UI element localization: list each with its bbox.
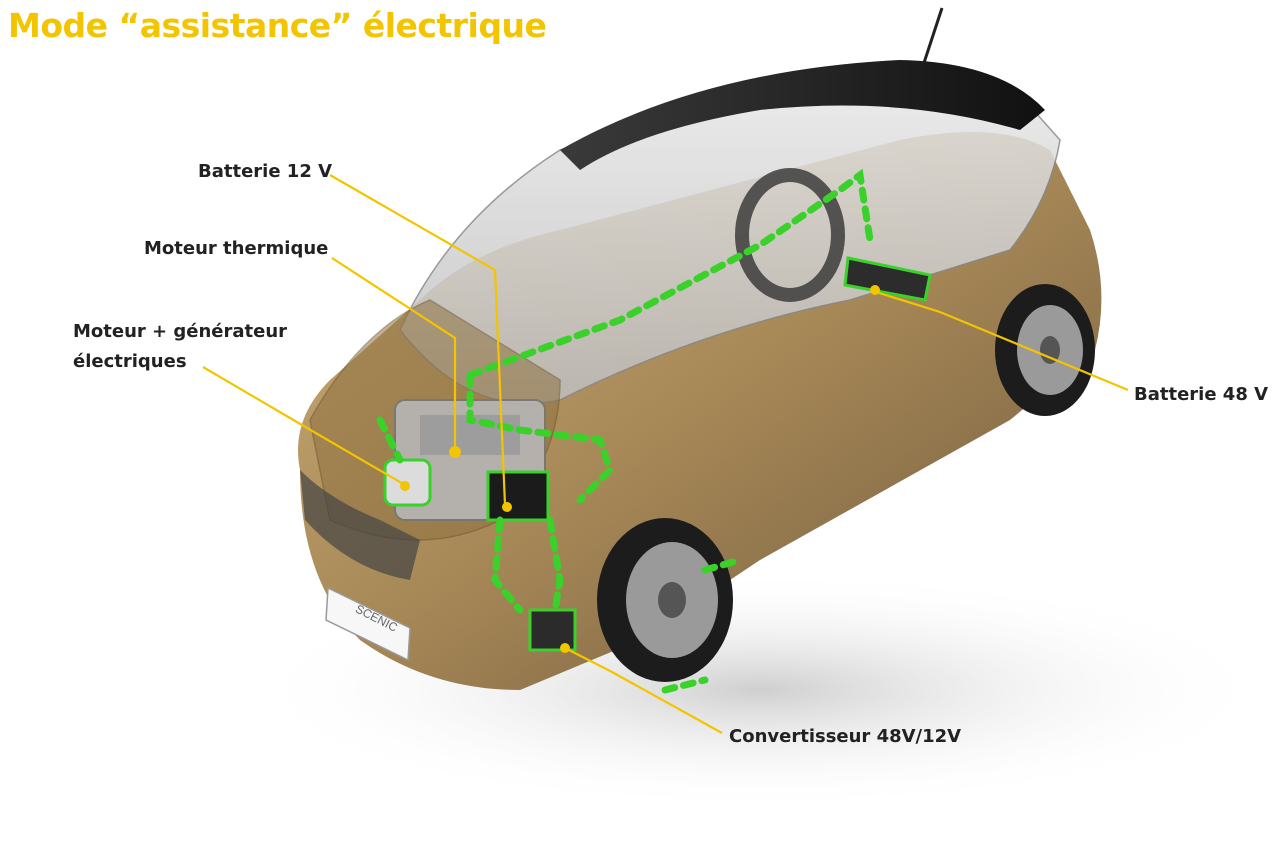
wheel-rear <box>995 284 1095 416</box>
leader-batterie-48v <box>875 290 1129 392</box>
leader-moteur-thermique <box>331 257 457 450</box>
converter-component <box>528 608 577 653</box>
leader-batterie-12v <box>329 174 507 506</box>
flow-generator <box>376 416 404 464</box>
leader-convertisseur <box>564 647 723 734</box>
flow-converter-left <box>491 516 524 614</box>
flow-engine <box>466 371 615 504</box>
energy-flow <box>376 168 874 694</box>
flow-main <box>466 168 874 379</box>
label-moteur-thermique: Moteur thermique <box>144 238 329 259</box>
generator-component <box>383 458 432 507</box>
label-convertisseur: Convertisseur 48V/12V <box>729 726 962 747</box>
label-generateur-line2: électriques <box>73 351 187 372</box>
car-glass <box>399 71 1061 405</box>
flow-converter-right <box>546 516 564 614</box>
grille <box>300 470 420 580</box>
flow-ground <box>661 676 709 694</box>
label-generateur: Moteur + générateur électriques <box>73 317 287 377</box>
leader-lines <box>202 174 1129 734</box>
label-batterie-48v: Batterie 48 V <box>1134 384 1269 405</box>
label-generateur-line1: Moteur + générateur <box>73 321 288 342</box>
wheel-front <box>597 518 733 682</box>
label-batterie-12v: Batterie 12 V <box>198 161 333 182</box>
flow-wheel <box>701 556 744 574</box>
car-roof <box>560 60 1045 170</box>
page-title: Mode “assistance” électrique <box>8 6 547 45</box>
battery-12v-component <box>486 470 550 522</box>
leader-generateur <box>202 366 406 486</box>
battery-48v-component <box>843 256 932 302</box>
spare-wheel <box>735 168 845 302</box>
